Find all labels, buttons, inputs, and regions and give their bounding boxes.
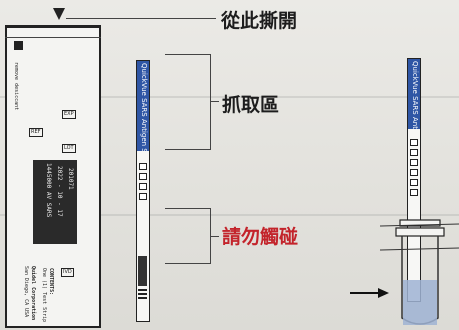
strip-marker <box>139 163 147 170</box>
tear-here-label: 從此撕開 <box>221 10 298 32</box>
tear-arrow-icon <box>53 8 65 20</box>
strip-arrow-icon <box>138 289 147 301</box>
strip-marker <box>410 189 418 196</box>
pouch-left-vertical-text: remove desiccant <box>13 62 19 111</box>
strip-band-text: QuickVue SARS Antigen SARS <box>140 63 148 151</box>
grip-area-bracket <box>165 54 211 150</box>
strip-marker <box>410 149 418 156</box>
pouch-tag-ref: REF <box>29 128 43 137</box>
strip-marker <box>139 173 147 180</box>
strip-band-text: QuickVue SARS Antigen SARS <box>411 61 419 129</box>
strip-marker <box>410 159 418 166</box>
do-not-touch-label: 請勿觸碰 <box>222 226 299 248</box>
strip-marker <box>139 193 147 200</box>
grip-area-label: 抓取區 <box>222 94 280 116</box>
pouch-lot-line2: 2022 - 10 - 17 <box>56 166 63 217</box>
pouch-top-edge <box>5 25 101 28</box>
strip-marker <box>410 169 418 176</box>
pouch-tag-lot: LOT <box>62 144 76 153</box>
strip-marker <box>139 183 147 190</box>
pouch-tag-ivd: IVD <box>61 268 74 277</box>
pouch-lot-line3: 1445000 AV SARS <box>45 163 52 218</box>
pouch-notch <box>14 41 23 50</box>
pouch-lot-box <box>33 160 77 244</box>
pouch-brand-line2: San Diego, CA USA <box>23 266 29 318</box>
do-not-touch-bracket <box>165 208 211 264</box>
pouch-lot-line1: 201071 <box>67 168 74 190</box>
arrow-right-icon <box>350 288 389 298</box>
strip-sample-pad <box>138 256 147 286</box>
strip-grip-band: QuickVue SARS Antigen SARS <box>137 61 149 151</box>
test-strip-right: QuickVue SARS Antigen SARS <box>407 58 421 302</box>
grip-area-leader <box>211 101 219 102</box>
pouch-contents-line2: One (1) Test Strip <box>41 268 47 323</box>
strip-marker <box>410 139 418 146</box>
test-strip-middle: QuickVue SARS Antigen SARS <box>136 60 150 322</box>
pouch-tag-exp: EXP <box>62 110 76 119</box>
do-not-touch-leader <box>211 236 219 237</box>
tear-leader-line <box>66 18 216 19</box>
pouch-tear-line <box>5 37 101 38</box>
paper-crease <box>0 96 459 98</box>
strip-marker <box>410 179 418 186</box>
test-tube <box>380 219 459 325</box>
pouch-brand-line1: Quidel Corporation <box>30 266 36 321</box>
paper-crease <box>0 214 459 216</box>
strip-grip-band: QuickVue SARS Antigen SARS <box>408 59 420 129</box>
pouch-contents-line1: CONTENTS: <box>48 268 54 296</box>
